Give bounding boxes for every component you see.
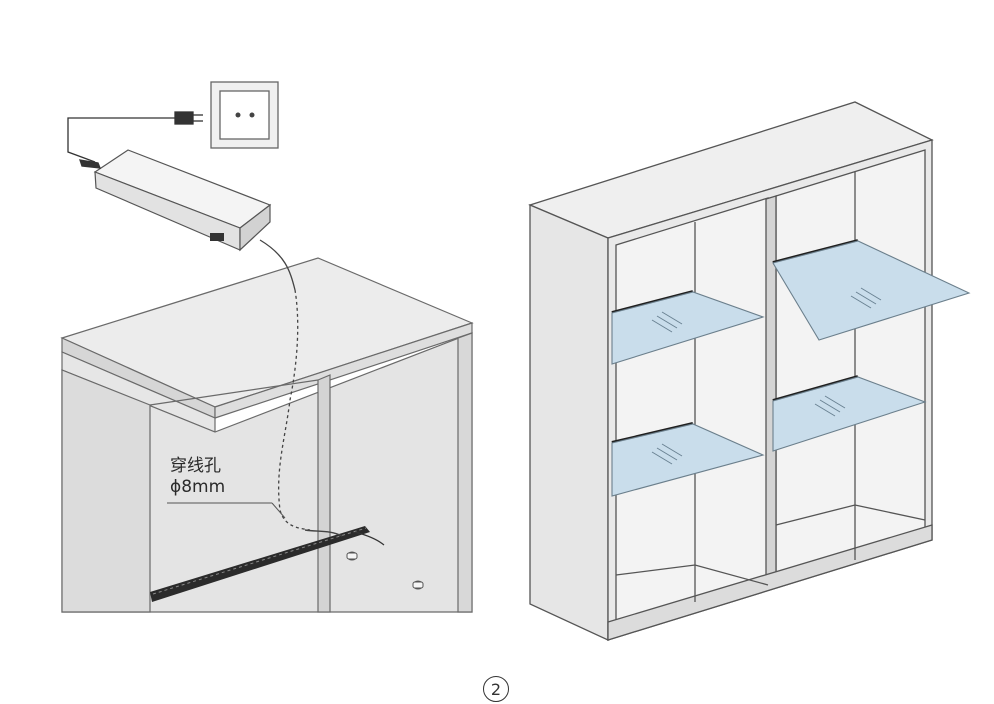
hole-leader bbox=[167, 502, 286, 519]
power-adapter bbox=[93, 149, 272, 252]
plug-cord bbox=[67, 111, 203, 169]
closeup-cabinet bbox=[60, 257, 474, 613]
hole-diameter: ϕ8mm bbox=[170, 477, 226, 497]
glass-glint-marks bbox=[651, 287, 882, 465]
step-number: 2 bbox=[490, 679, 502, 699]
step-number-badge: 2 bbox=[481, 674, 511, 704]
glass-shelves bbox=[611, 240, 971, 497]
shelf-pins bbox=[346, 551, 424, 590]
cable bbox=[259, 239, 343, 537]
cabinet-full bbox=[528, 101, 934, 642]
wall-socket bbox=[210, 81, 279, 149]
led-strip bbox=[150, 526, 385, 602]
hole-label: 穿线孔 bbox=[170, 456, 221, 476]
